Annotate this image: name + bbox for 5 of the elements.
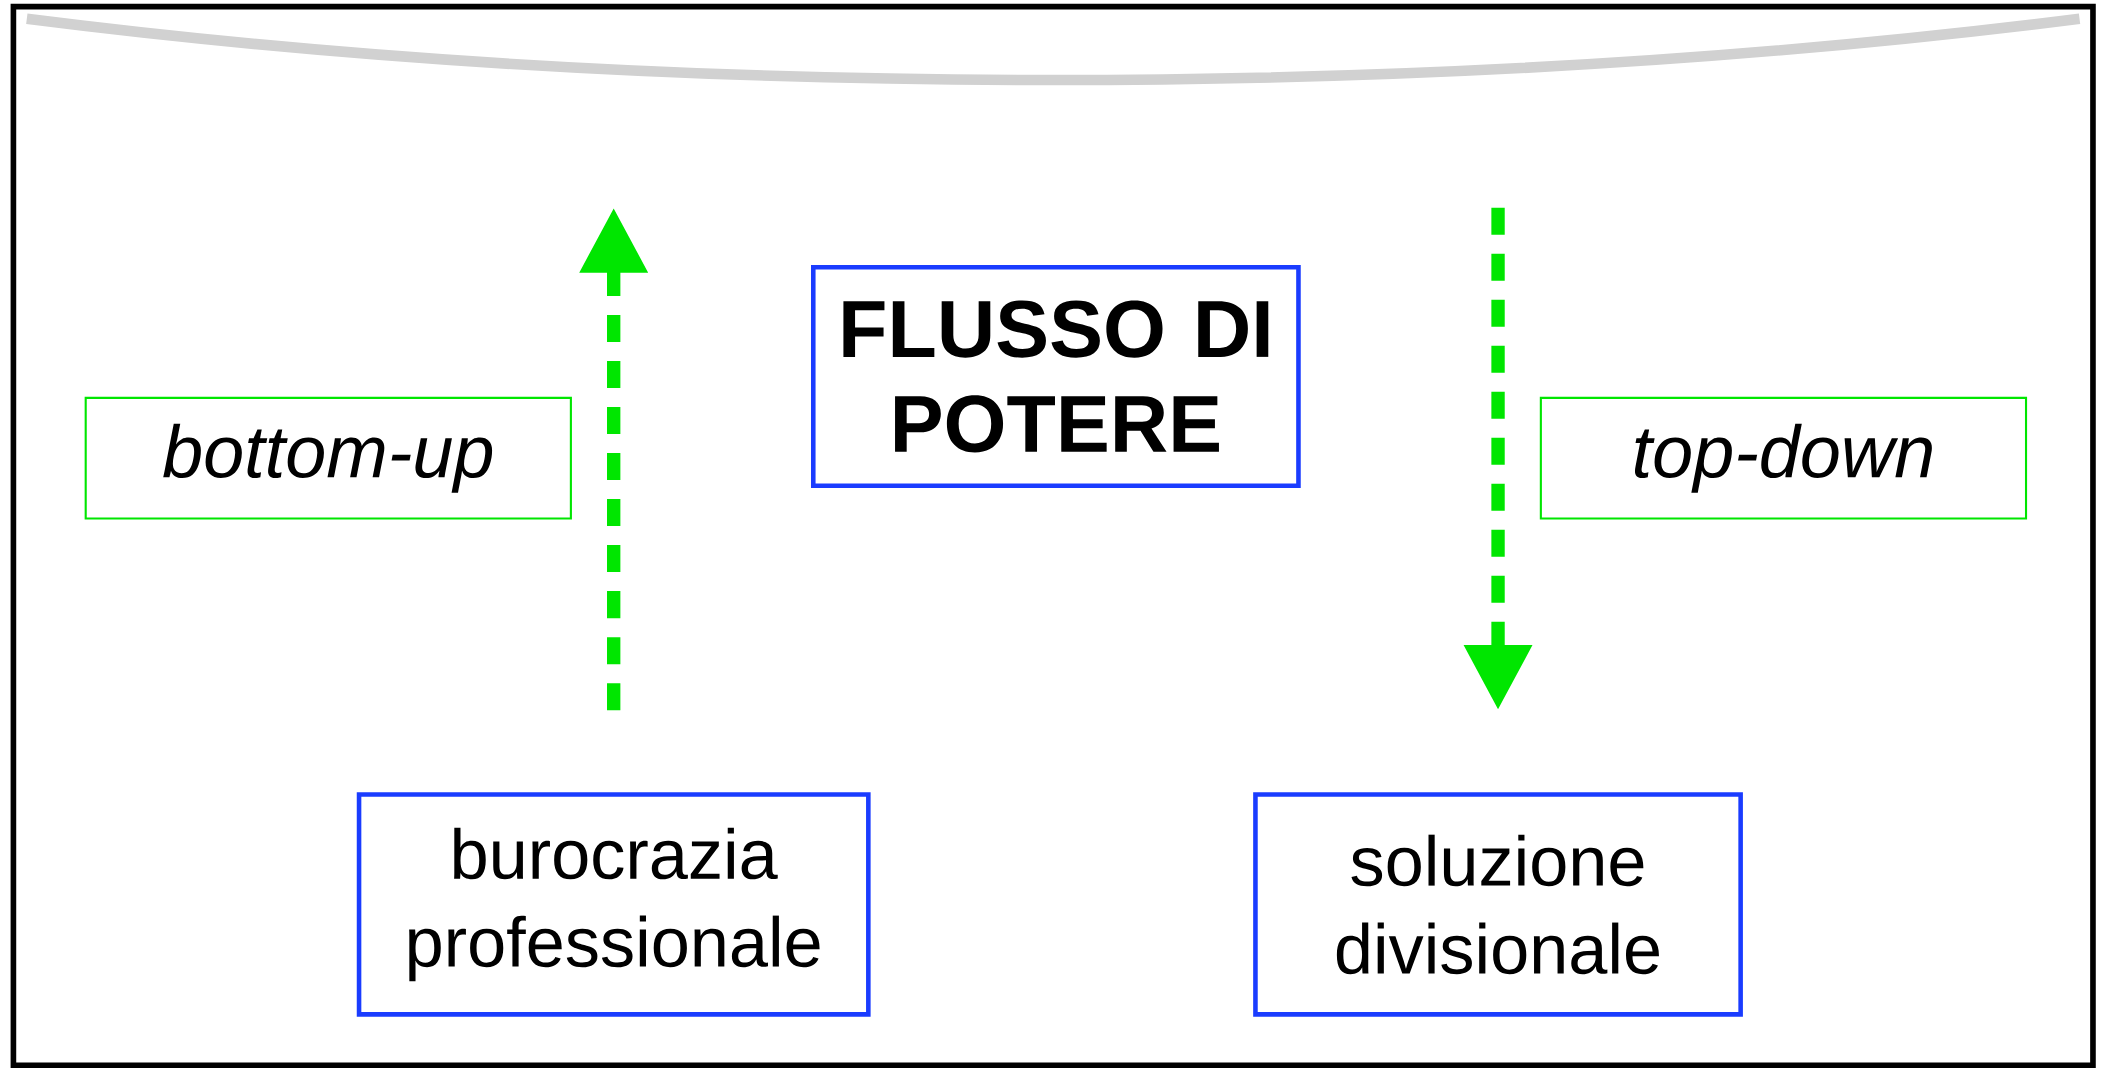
label-box: burocrazia professionale <box>356 792 871 1017</box>
label-box: soluzione divisionale <box>1253 792 1743 1017</box>
title-box: FLUSSO DI POTERE <box>811 265 1301 489</box>
tag-box: top-down <box>1539 397 2028 520</box>
tag-box: bottom-up <box>84 397 572 520</box>
